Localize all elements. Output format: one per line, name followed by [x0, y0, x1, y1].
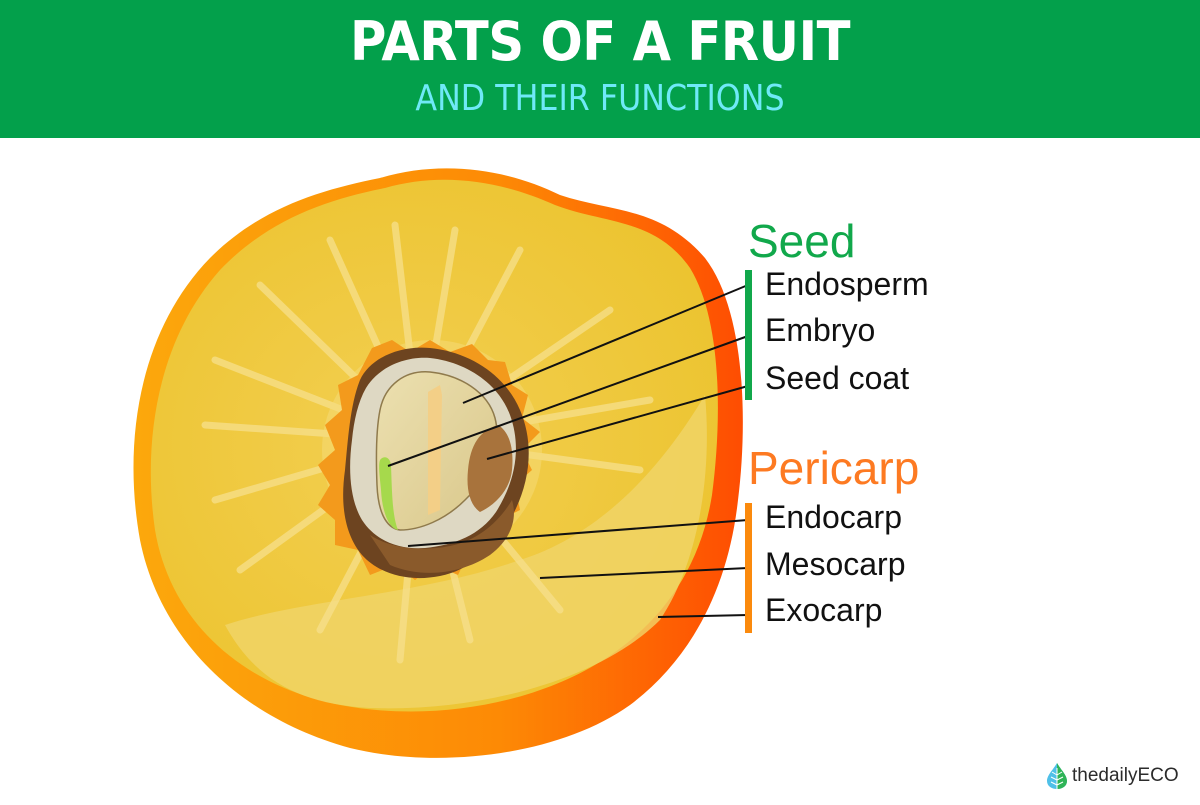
label-endocarp: Endocarp	[765, 499, 902, 535]
pericarp-group-title: Pericarp	[748, 442, 920, 494]
page-title: PARTS OF A FRUIT	[349, 10, 851, 73]
page-subtitle: AND THEIR FUNCTIONS	[415, 78, 785, 119]
leader-lines	[387, 284, 749, 618]
brand-name: thedailyECO	[1072, 765, 1179, 786]
brand-logo: thedailyECO	[1046, 762, 1179, 790]
label-endosperm: Endosperm	[765, 266, 929, 302]
label-mesocarp: Mesocarp	[765, 546, 906, 582]
label-seed-coat: Seed coat	[765, 360, 910, 396]
label-embryo: Embryo	[765, 312, 876, 348]
seed-group-title: Seed	[748, 215, 856, 267]
label-exocarp: Exocarp	[765, 592, 883, 628]
pericarp-bracket-bar	[745, 503, 752, 633]
leaf-drop-icon	[1047, 763, 1067, 789]
header-banner: PARTS OF A FRUIT AND THEIR FUNCTIONS	[0, 0, 1200, 138]
seed-bracket-bar	[745, 270, 752, 400]
